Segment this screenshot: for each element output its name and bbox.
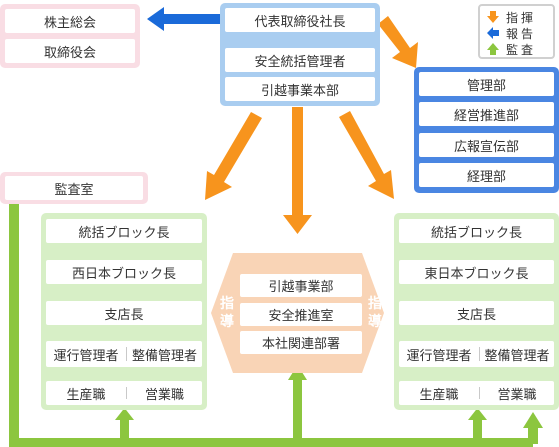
audit-office-group: 監査室 — [0, 172, 148, 204]
safety-manager-box: 安全統括管理者 — [225, 48, 375, 72]
west-block-head-box: 西日本ブロック長 — [46, 260, 202, 284]
report-arrow — [147, 7, 222, 31]
board-of-directors-box: 取締役会 — [5, 39, 135, 63]
west-managers-box: 運行管理者 整備管理者 — [46, 341, 202, 367]
west-branch-manager-box: 支店長 — [46, 301, 202, 325]
west-block-group: 統括ブロック長 西日本ブロック長 支店長 運行管理者 整備管理者 生産職 営業職 — [41, 213, 207, 410]
department-label: 経営推進部 — [453, 108, 519, 124]
hq-related-dept-box: 本社関連部署 — [240, 331, 362, 354]
president-label: 代表取締役社長 — [254, 14, 346, 30]
safety-promotion-box: 安全推進室 — [240, 303, 362, 326]
department-label: 経理部 — [466, 169, 506, 185]
east-sales-staff-label: 営業職 — [497, 387, 537, 403]
divider — [479, 387, 480, 399]
safety-promotion-label: 安全推進室 — [268, 309, 334, 324]
west-block-head-label: 西日本ブロック長 — [71, 266, 176, 282]
president-group: 代表取締役社長 安全統括管理者 引越事業本部 — [220, 3, 380, 106]
east-block-group: 統括ブロック長 東日本ブロック長 支店長 運行管理者 整備管理者 生産職 営業職 — [394, 213, 559, 410]
east-block-general-label: 統括ブロック長 — [430, 225, 522, 241]
east-branch-manager-box: 支店長 — [399, 301, 554, 325]
green-up-arrow-icon — [487, 43, 499, 55]
west-block-general-label: 統括ブロック長 — [78, 225, 170, 241]
department-label: 管理部 — [466, 78, 506, 94]
audit-office-box: 監査室 — [5, 176, 143, 200]
guidance-label-left: 指導 — [220, 296, 234, 330]
east-maintenance-manager-label: 整備管理者 — [484, 348, 550, 364]
department-box: 管理部 — [419, 72, 554, 96]
orange-down-arrow-icon — [283, 107, 312, 234]
orange-down-arrow-icon — [487, 11, 499, 23]
legend-label-audit: 監査 — [506, 43, 537, 57]
blue-left-arrow-icon — [147, 7, 164, 31]
east-block-head-label: 東日本ブロック長 — [424, 266, 529, 282]
shareholders-meeting-box: 株主総会 — [5, 9, 135, 33]
department-box: 広報宣伝部 — [419, 133, 554, 157]
green-up-arrow-icon — [523, 412, 543, 428]
blue-left-arrow-icon — [487, 27, 499, 39]
orange-diag-arrow-icon — [205, 112, 262, 200]
board-of-directors-label: 取締役会 — [43, 45, 96, 61]
east-block-head-box: 東日本ブロック長 — [399, 260, 554, 284]
audit-office-label: 監査室 — [54, 182, 94, 198]
east-operation-manager-label: 運行管理者 — [406, 348, 472, 364]
departments-group: 管理部 経営推進部 広報宣伝部 経理部 — [414, 67, 559, 193]
legend-item-report: 報告 — [486, 25, 552, 41]
west-block-general-box: 統括ブロック長 — [46, 219, 202, 243]
legend-item-audit: 監査 — [486, 41, 552, 57]
west-maintenance-manager-label: 整備管理者 — [131, 348, 197, 364]
west-staff-box: 生産職 営業職 — [46, 381, 202, 405]
east-staff-box: 生産職 営業職 — [399, 381, 554, 405]
west-branch-manager-label: 支店長 — [104, 307, 144, 323]
guidance-label-right: 指導 — [368, 296, 382, 330]
department-label: 広報宣伝部 — [453, 139, 519, 155]
moving-division-box: 引越事業部 — [240, 274, 362, 297]
headquarters-label: 引越事業本部 — [260, 83, 339, 99]
legend: 指揮 報告 監査 — [478, 4, 555, 59]
audit-lines — [9, 200, 543, 447]
divider — [479, 347, 480, 361]
president-box: 代表取締役社長 — [225, 8, 375, 32]
orange-diag-arrow-icon — [339, 111, 394, 199]
divider — [126, 387, 127, 399]
divider — [126, 347, 127, 361]
headquarters-box: 引越事業本部 — [225, 77, 375, 101]
east-block-general-box: 統括ブロック長 — [399, 219, 554, 243]
west-sales-staff-label: 営業職 — [144, 387, 184, 403]
department-box: 経理部 — [419, 163, 554, 187]
hq-related-dept-label: 本社関連部署 — [261, 337, 340, 352]
green-up-arrow-icon — [468, 408, 487, 420]
orange-diag-arrow-icon — [378, 16, 418, 68]
shareholders-meeting-label: 株主総会 — [43, 15, 96, 31]
legend-item-command: 指揮 — [486, 9, 552, 25]
east-managers-box: 運行管理者 整備管理者 — [399, 341, 554, 367]
moving-division-label: 引越事業部 — [268, 280, 334, 295]
legend-label-command: 指揮 — [506, 11, 537, 25]
east-branch-manager-label: 支店長 — [456, 307, 496, 323]
green-up-arrow-icon — [115, 408, 134, 420]
safety-manager-label: 安全統括管理者 — [254, 54, 346, 70]
legend-label-report: 報告 — [506, 27, 537, 41]
department-box: 経営推進部 — [419, 102, 554, 126]
east-production-staff-label: 生産職 — [419, 387, 459, 403]
shareholders-group: 株主総会 取締役会 — [0, 4, 140, 68]
west-operation-manager-label: 運行管理者 — [53, 348, 119, 364]
west-production-staff-label: 生産職 — [66, 387, 106, 403]
